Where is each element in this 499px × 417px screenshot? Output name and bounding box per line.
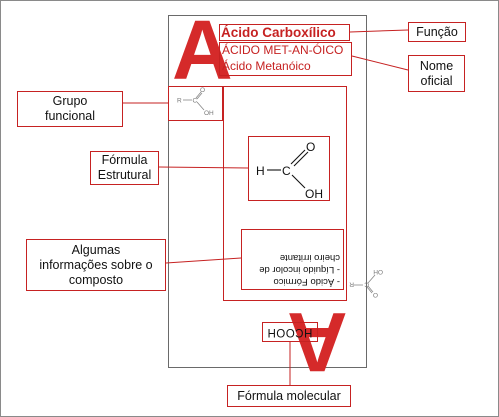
card-main-box bbox=[223, 86, 347, 301]
connector-funcao bbox=[349, 29, 409, 33]
sf-c: C bbox=[282, 164, 291, 178]
label-algumas-line1: Algumas bbox=[71, 242, 121, 257]
fg-oh: OH bbox=[204, 110, 214, 117]
official-name: ÁCIDO MET-AN-ÓICO bbox=[222, 43, 344, 57]
label-nome-oficial-line2: oficial bbox=[420, 73, 453, 88]
label-grupo-funcional: Grupo funcional bbox=[17, 91, 123, 127]
fg-rot-c: C bbox=[364, 281, 369, 288]
function-name-box bbox=[219, 24, 350, 41]
label-formula-estrutural-line2: Estrutural bbox=[97, 168, 152, 182]
fg-c: C bbox=[193, 98, 198, 105]
label-formula-molecular: Fórmula molecular bbox=[227, 385, 351, 407]
label-funcao-text: Função bbox=[416, 24, 458, 39]
connector-formula-estrutural bbox=[158, 166, 249, 169]
label-algumas-line2: informações sobre o bbox=[39, 257, 153, 272]
card-letter-top: A bbox=[172, 3, 233, 97]
functional-group-box bbox=[168, 86, 223, 121]
label-grupo-funcional-line2: funcional bbox=[44, 109, 96, 123]
fg-o: O bbox=[200, 87, 205, 94]
label-funcao: Função bbox=[408, 22, 466, 42]
connector-algumas-info bbox=[165, 257, 242, 264]
chemistry-card bbox=[168, 15, 367, 368]
info-box bbox=[241, 229, 344, 290]
molecular-formula-box: HCOOH bbox=[262, 322, 318, 342]
common-name: Ácido Metanóico bbox=[222, 59, 311, 73]
fg-r: R bbox=[177, 98, 182, 105]
fg-rot-o: O bbox=[373, 291, 378, 298]
connector-nome-oficial bbox=[351, 55, 409, 71]
sf-h: H bbox=[256, 164, 265, 178]
label-formula-estrutural-line1: Fórmula bbox=[101, 153, 148, 167]
label-grupo-funcional-line1: Grupo bbox=[52, 94, 88, 108]
official-name-box bbox=[219, 42, 352, 76]
label-algumas-line3: composto bbox=[68, 272, 124, 287]
label-formula-molecular-text: Fórmula molecular bbox=[237, 388, 341, 403]
sf-oh: OH bbox=[305, 187, 323, 201]
function-name: Ácido Carboxílico bbox=[221, 25, 336, 40]
label-nome-oficial: Nome oficial bbox=[408, 55, 465, 92]
label-algumas-informacoes: Algumas informações sobre o composto bbox=[26, 239, 166, 291]
structural-formula-box bbox=[248, 136, 330, 201]
fg-rot-r: R bbox=[349, 281, 354, 288]
label-formula-estrutural: Fórmula Estrutural bbox=[90, 151, 159, 185]
label-nome-oficial-line1: Nome bbox=[419, 58, 454, 73]
fg-rot-oh: OH bbox=[373, 268, 383, 275]
sf-o: O bbox=[306, 140, 315, 154]
